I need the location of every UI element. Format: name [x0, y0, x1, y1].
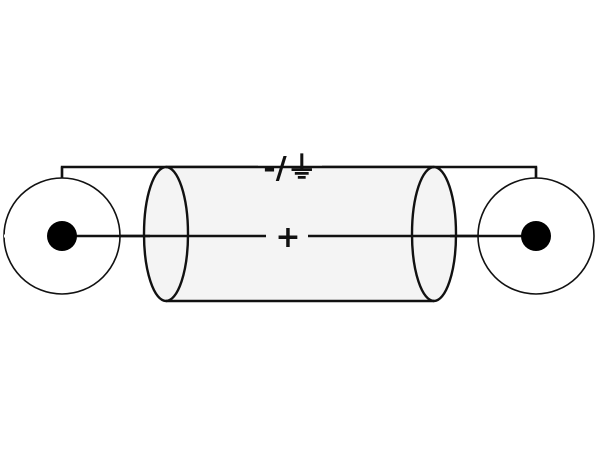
right-connector-pin — [521, 221, 551, 251]
right-rca-connector — [450, 177, 595, 295]
cable-body — [142, 165, 458, 303]
signal-label: + — [275, 220, 300, 255]
left-connector-pin — [47, 221, 77, 251]
shield-label: -/⏚ — [263, 151, 316, 186]
cable-shell — [144, 167, 456, 301]
cable-right-end — [410, 165, 458, 303]
cable-left-end — [142, 165, 190, 303]
left-rca-connector — [3, 177, 150, 295]
